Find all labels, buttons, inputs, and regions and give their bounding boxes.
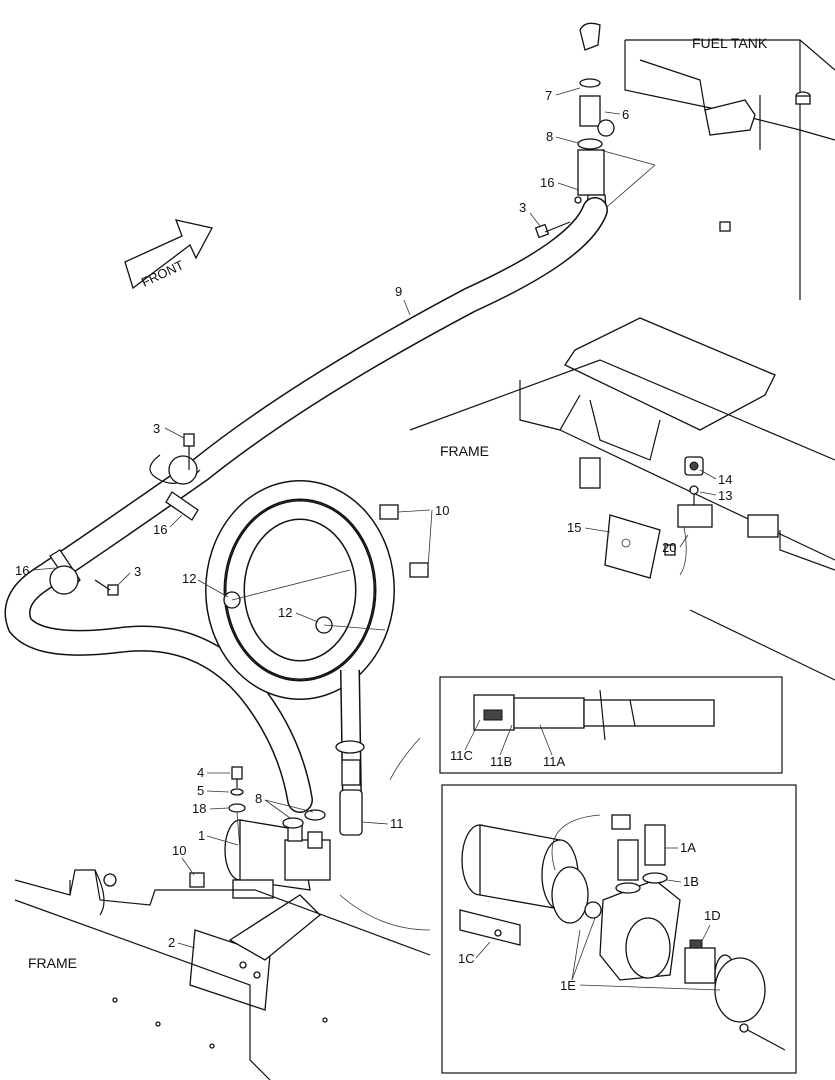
detail-box-1: [339, 784, 797, 1074]
bracket: [189, 894, 321, 1011]
fitting-11: [335, 740, 365, 836]
callout-15: 15: [567, 520, 581, 535]
fuel-tank-label: FUEL TANK: [692, 35, 768, 51]
callout-10-upper: 10: [435, 503, 449, 518]
clamps-8: [282, 809, 326, 829]
callout-16-left: 16: [15, 563, 29, 578]
callout-16-mid: 16: [153, 522, 167, 537]
callout-11c: 11C: [450, 748, 473, 763]
callout-8-lower: 8: [255, 791, 262, 806]
callout-1: 1: [198, 828, 205, 843]
callout-11a: 11A: [543, 754, 565, 769]
callout-5: 5: [197, 783, 204, 798]
callout-1d: 1D: [704, 908, 721, 923]
callout-18: 18: [192, 801, 206, 816]
callout-7: 7: [545, 88, 552, 103]
frame-lower-label: FRAME: [28, 955, 77, 971]
callout-1a: 1A: [680, 840, 696, 855]
callout-1e: 1E: [560, 978, 576, 993]
callout-1c: 1C: [458, 951, 475, 966]
bolts: [94, 221, 571, 596]
callout-2: 2: [168, 935, 175, 950]
callout-12-right: 12: [278, 605, 292, 620]
callout-3-mid: 3: [153, 421, 160, 436]
callout-8-upper: 8: [546, 129, 553, 144]
detail-box-11: [389, 676, 783, 781]
callout-1b: 1B: [683, 874, 699, 889]
callout-6: 6: [622, 107, 629, 122]
callout-11b: 11B: [490, 754, 512, 769]
front-arrow: FRONT: [124, 219, 213, 290]
callout-14: 14: [718, 472, 732, 487]
fuel-pump: [224, 819, 331, 899]
fuel-tank: [624, 39, 835, 300]
callout-12-left: 12: [182, 571, 196, 586]
switch-assembly: [604, 456, 713, 579]
callout-10-lower: 10: [172, 843, 186, 858]
lower-frame: [14, 869, 431, 1080]
frame-upper-label: FRAME: [440, 443, 489, 459]
callout-9: 9: [395, 284, 402, 299]
callout-3-upper: 3: [519, 200, 526, 215]
callout-16-upper: 16: [540, 175, 554, 190]
washers: [228, 766, 246, 851]
callout-20: 20: [662, 540, 676, 555]
upper-fittings: [577, 22, 656, 214]
callout-13: 13: [718, 488, 732, 503]
callout-3-left: 3: [134, 564, 141, 579]
bolts-10: [379, 504, 433, 578]
hose-clamps: [49, 196, 582, 595]
callout-11: 11: [390, 816, 404, 831]
upper-frame: [409, 317, 835, 681]
bolt-10-lower: [189, 872, 205, 888]
callout-4: 4: [197, 765, 204, 780]
